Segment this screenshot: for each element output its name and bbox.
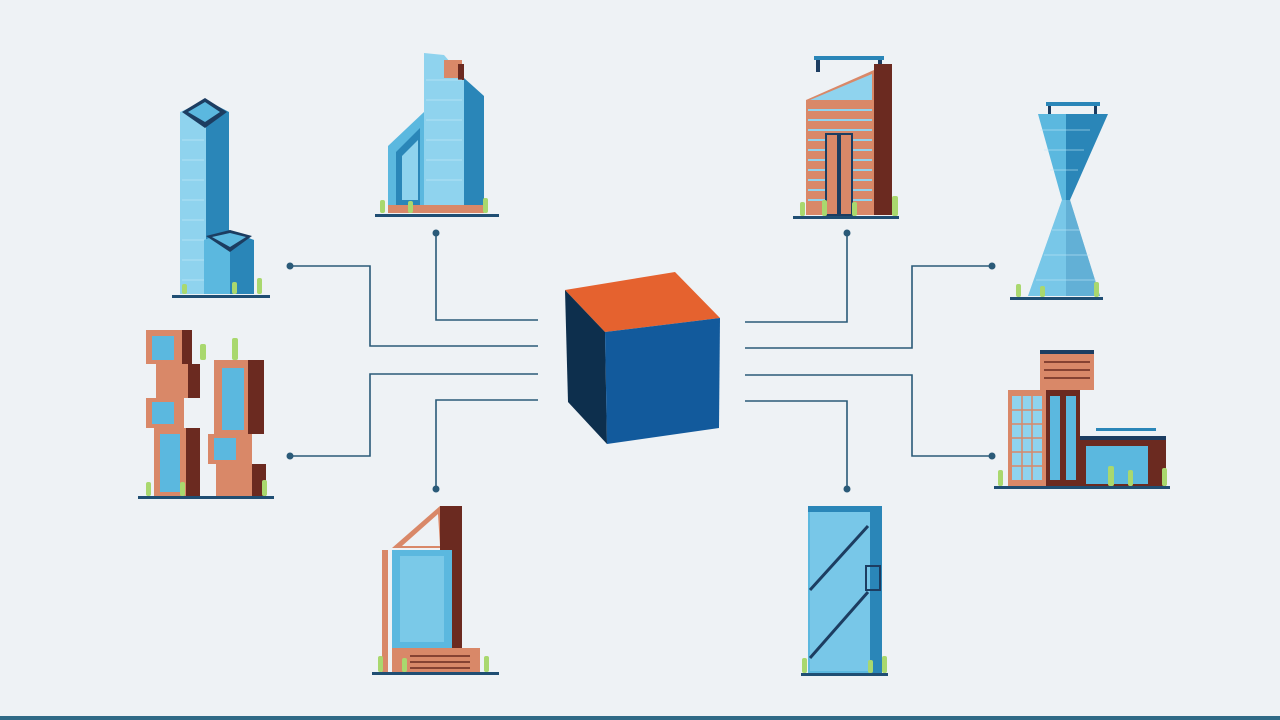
ground-line bbox=[801, 673, 888, 676]
connector-lower-right bbox=[745, 400, 848, 489]
ground-line bbox=[372, 672, 499, 675]
brick-glass-tower-icon bbox=[793, 56, 899, 219]
connector-right-top bbox=[745, 265, 992, 349]
connector-right-bottom bbox=[745, 374, 992, 457]
plant-icon bbox=[1128, 470, 1133, 486]
plant-icon bbox=[232, 338, 238, 360]
ground-line bbox=[172, 295, 270, 298]
connector-upper-right bbox=[745, 233, 848, 323]
plant-icon bbox=[378, 656, 383, 672]
angled-roof-building-icon bbox=[372, 506, 499, 675]
plant-icon bbox=[1016, 284, 1021, 297]
endpoint-dot bbox=[843, 229, 851, 237]
plant-icon bbox=[882, 656, 887, 673]
ground-line bbox=[138, 496, 274, 499]
ground-line bbox=[1010, 297, 1103, 300]
endpoint-dot bbox=[286, 452, 294, 460]
cube-top-face bbox=[565, 272, 720, 332]
endpoint-dot bbox=[843, 485, 851, 493]
plant-icon bbox=[868, 660, 873, 673]
connector-lower-left bbox=[435, 399, 538, 489]
connector-lines bbox=[290, 233, 992, 489]
endpoint-dot bbox=[988, 452, 996, 460]
plant-icon bbox=[146, 482, 151, 496]
plant-icon bbox=[232, 282, 237, 294]
connector-endpoints bbox=[286, 229, 996, 493]
connector-upper-left bbox=[435, 233, 538, 321]
plant-icon bbox=[1040, 286, 1045, 297]
plant-icon bbox=[1162, 468, 1167, 486]
bottom-rule bbox=[0, 716, 1280, 720]
endpoint-dot bbox=[432, 485, 440, 493]
plant-icon bbox=[998, 470, 1003, 486]
ground-line bbox=[994, 486, 1170, 489]
plant-icon bbox=[408, 201, 413, 213]
cube-side-face bbox=[565, 290, 607, 444]
plant-icon bbox=[483, 198, 488, 213]
glass-box-tower-icon bbox=[801, 506, 888, 676]
plant-icon bbox=[1094, 282, 1099, 297]
plant-icon bbox=[200, 344, 206, 360]
plant-icon bbox=[180, 482, 185, 496]
connector-left-bottom bbox=[290, 373, 538, 457]
slanted-glass-tower-icon bbox=[375, 53, 499, 217]
wide-complex-building-icon bbox=[994, 350, 1170, 489]
split-glass-tower-icon bbox=[172, 98, 270, 298]
endpoint-dot bbox=[988, 262, 996, 270]
connector-left-top bbox=[290, 265, 538, 347]
plant-icon bbox=[802, 658, 807, 673]
stacked-box-building-icon bbox=[138, 330, 274, 499]
plant-icon bbox=[262, 480, 267, 496]
plant-icon bbox=[257, 278, 262, 294]
plant-icon bbox=[892, 196, 898, 216]
plant-icon bbox=[380, 200, 385, 213]
twisted-tower-icon bbox=[1010, 102, 1108, 300]
cube-front-face bbox=[605, 318, 720, 444]
plant-icon bbox=[852, 202, 857, 216]
plant-icon bbox=[484, 656, 489, 672]
endpoint-dot bbox=[432, 229, 440, 237]
plant-icon bbox=[182, 284, 187, 294]
plant-icon bbox=[1108, 466, 1114, 486]
cube-icon bbox=[565, 272, 720, 444]
plant-icon bbox=[800, 202, 805, 216]
ground-line bbox=[793, 216, 899, 219]
plant-icon bbox=[822, 200, 827, 216]
plant-icon bbox=[402, 658, 407, 672]
ground-line bbox=[375, 214, 499, 217]
endpoint-dot bbox=[286, 262, 294, 270]
